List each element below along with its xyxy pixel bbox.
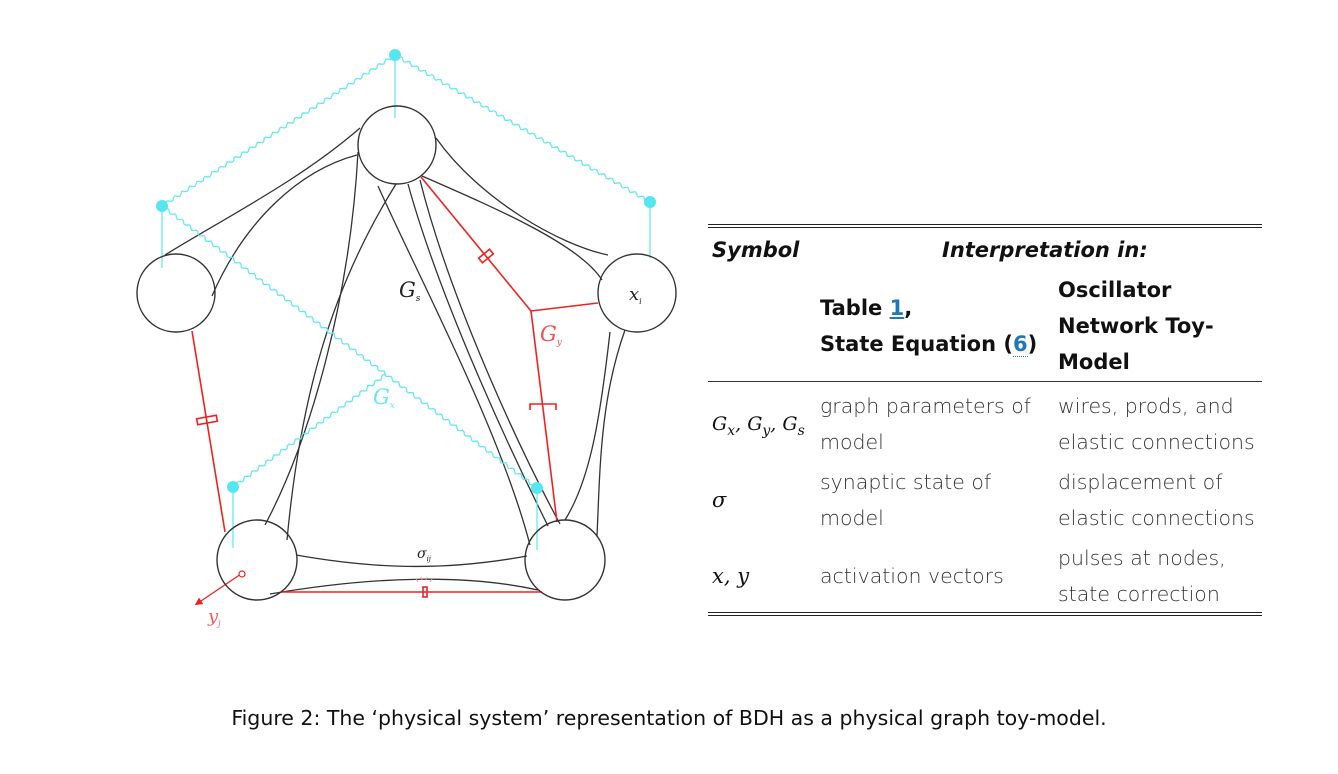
- header-interpretation: Interpretation in:: [942, 238, 1148, 262]
- equation-6-link[interactable]: 6: [1012, 332, 1028, 357]
- prod-damper-top: [477, 248, 495, 264]
- row3-col2-line1: activation vectors: [820, 564, 1004, 588]
- yj-output-port: [238, 570, 246, 578]
- label-xi: xi: [629, 284, 642, 306]
- label-sigma: σij: [417, 546, 432, 563]
- node-bottom-right: [524, 519, 606, 601]
- prod-damper-left: [195, 414, 219, 426]
- prod-junction-to-bottomright: [530, 310, 558, 523]
- node-xi: [597, 253, 677, 333]
- row3-col3-line1: pulses at nodes,: [1058, 546, 1226, 570]
- wire-terminal-bottom-left: [227, 481, 239, 493]
- elastic-top-left-outer: [164, 127, 361, 256]
- row2-col3-line2: elastic connections: [1058, 506, 1255, 530]
- row2-col2-line2: model: [820, 506, 884, 530]
- table-top-rule: [708, 224, 1262, 228]
- nodes: [136, 105, 677, 601]
- elastic-top-left-inner: [211, 154, 358, 297]
- wire-top-right: [394, 54, 651, 203]
- row1-col2-line2: model: [820, 430, 884, 454]
- row-symbol-sigma: σ: [712, 488, 727, 512]
- wires: [161, 53, 651, 550]
- table-bottom-rule: [708, 612, 1262, 616]
- label-yj: yj: [207, 606, 221, 628]
- header-col3-line3: Model: [1058, 350, 1130, 374]
- elastic-top-bottomleft-a: [264, 151, 359, 526]
- wire-left-diagonal: [161, 205, 537, 490]
- elastic-xi-bottomright-b: [596, 329, 626, 537]
- elastic-top-bottomright-c: [419, 179, 561, 525]
- wire-terminals: [156, 49, 656, 494]
- label-gx: Gx: [373, 385, 395, 411]
- prod-damper-bottom: [422, 586, 428, 598]
- wire-terminal-bottom-right: [531, 482, 543, 494]
- node-bottom-left: [216, 519, 298, 601]
- wire-top-left: [161, 53, 395, 207]
- table-1-link[interactable]: 1: [889, 296, 905, 320]
- elastic-connections: [164, 127, 626, 595]
- elastic-top-bottomright-b: [407, 183, 549, 527]
- row1-col2-line1: graph parameters of: [820, 394, 1031, 418]
- prod-damper-right: [529, 403, 557, 410]
- elastic-top-right-inner: [421, 175, 603, 281]
- prod-junction-to-xi: [530, 302, 599, 312]
- row2-col3-line1: displacement of: [1058, 470, 1223, 494]
- header-col3-line2: Network Toy-: [1058, 314, 1214, 338]
- table-header-rule: [708, 381, 1262, 382]
- node-top: [357, 105, 437, 185]
- wire-gx-branch: [232, 374, 385, 488]
- elastic-xi-bottomright-a: [564, 331, 611, 521]
- row-symbol-graph-params: Gx, Gy, Gs: [712, 413, 805, 439]
- row2-col2-line1: synaptic state of: [820, 470, 992, 494]
- elastic-bottom-upper: [295, 554, 528, 568]
- node-left: [136, 253, 216, 333]
- elastic-top-bottomright-a: [377, 185, 531, 546]
- header-col2-line2: State Equation (6): [820, 332, 1038, 357]
- figure-caption: Figure 2: The ‘physical system’ represen…: [231, 706, 1107, 730]
- row-symbol-xy: x, y: [712, 564, 750, 588]
- elastic-top-right-outer: [435, 137, 609, 256]
- label-gs: Gs: [399, 278, 421, 304]
- elastic-bottom-lower: [269, 578, 539, 595]
- row1-col3-line1: wires, prods, and: [1058, 394, 1234, 418]
- prod-top-to-junction: [420, 176, 532, 312]
- header-symbol: Symbol: [712, 238, 800, 262]
- diagram-labels: Gs Gx Gy xi yj σij: [207, 278, 642, 628]
- yj-output-arrow: [194, 573, 242, 606]
- row3-col3-line2: state correction: [1058, 582, 1220, 606]
- wire-terminal-left: [156, 200, 168, 212]
- row1-col3-line2: elastic connections: [1058, 430, 1255, 454]
- elastic-top-bottomleft-b: [286, 183, 397, 541]
- bdh-physical-graph-diagram: Gs Gx Gy xi yj σij: [136, 49, 677, 628]
- prod-left-to-bottomleft: [191, 330, 226, 533]
- label-gy: Gy: [540, 322, 563, 348]
- wire-terminal-right: [644, 196, 656, 208]
- header-col3-line1: Oscillator: [1058, 278, 1172, 302]
- prod-vibration-marks: [415, 576, 433, 583]
- prods: [191, 176, 599, 606]
- wire-terminal-top: [389, 49, 401, 61]
- header-col2-line1: Table 1,: [820, 296, 913, 320]
